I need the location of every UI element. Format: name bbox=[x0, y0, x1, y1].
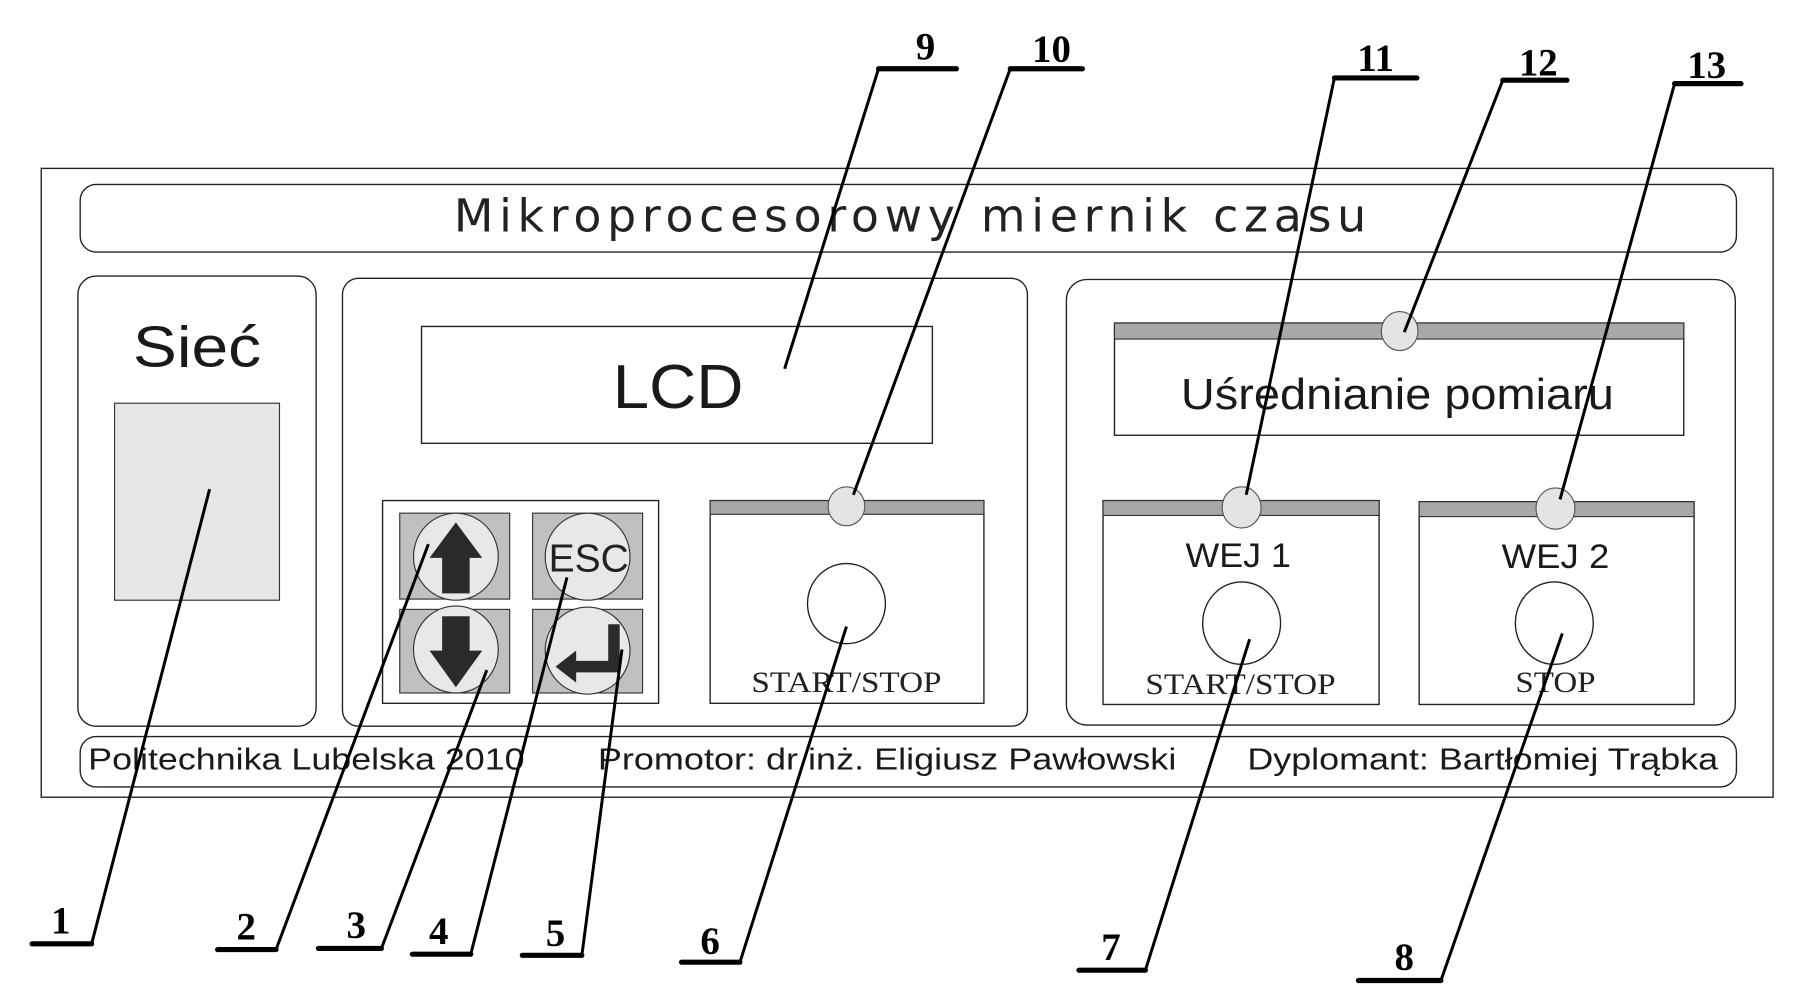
enter-icon bbox=[555, 624, 620, 683]
callout-10-number: 10 bbox=[1032, 28, 1071, 71]
key-down[interactable] bbox=[399, 605, 511, 694]
callout-12-number: 12 bbox=[1519, 42, 1558, 85]
start-stop-button[interactable] bbox=[806, 562, 887, 645]
callout-10-leader bbox=[851, 68, 1012, 496]
input-section bbox=[1065, 278, 1736, 726]
callout-5: 5 bbox=[519, 649, 624, 958]
led-indicator-icon bbox=[1380, 310, 1419, 352]
input-1-socket[interactable] bbox=[1201, 581, 1282, 666]
callout-5-number: 5 bbox=[546, 912, 565, 955]
key-up[interactable] bbox=[399, 512, 511, 601]
averaging-label: Uśrednianie pomiaru bbox=[1181, 371, 1614, 419]
power-switch-icon[interactable] bbox=[113, 402, 281, 601]
footer-author: Dyplomant: Bartłomiej Trąbka bbox=[1247, 742, 1719, 777]
callout-4-leader bbox=[469, 576, 569, 955]
callout-7: 7 bbox=[1076, 638, 1252, 973]
arrow-down-icon bbox=[429, 616, 483, 688]
lcd-display bbox=[420, 325, 934, 444]
callout-8-leader bbox=[1439, 632, 1564, 981]
key-esc[interactable]: ESC bbox=[532, 512, 644, 601]
input-1-name: WEJ 1 bbox=[1185, 537, 1290, 575]
callout-8-number: 8 bbox=[1395, 936, 1414, 979]
callout-13-leader bbox=[1558, 83, 1677, 500]
power-label: Sieć bbox=[133, 316, 261, 380]
callout-3-leader bbox=[380, 669, 489, 949]
keypad bbox=[381, 499, 660, 704]
input-2-name: WEJ 2 bbox=[1502, 538, 1610, 576]
led-indicator-icon bbox=[1221, 486, 1262, 529]
callout-6: 6 bbox=[678, 626, 848, 965]
callout-7-number: 7 bbox=[1101, 926, 1120, 969]
callout-1: 1 bbox=[29, 488, 212, 947]
callout-13: 13 bbox=[1558, 44, 1744, 500]
led-indicator-icon bbox=[827, 486, 866, 527]
callout-2-number: 2 bbox=[237, 905, 256, 948]
input-2-socket[interactable] bbox=[1514, 581, 1594, 666]
callout-1-leader bbox=[90, 488, 212, 945]
callout-9-leader bbox=[783, 68, 880, 370]
callout-4-number: 4 bbox=[429, 910, 448, 953]
key-esc-label: ESC bbox=[549, 538, 629, 581]
callout-9-number: 9 bbox=[916, 26, 935, 69]
outer-frame bbox=[40, 167, 1774, 798]
lcd-label: LCD bbox=[613, 353, 744, 422]
callout-1-number: 1 bbox=[51, 900, 70, 943]
input-2-function: STOP bbox=[1515, 666, 1595, 699]
callout-5-leader bbox=[580, 649, 624, 956]
device-title: Mikroprocesorowy miernik czasu bbox=[454, 188, 1372, 242]
input-1-function: START/STOP bbox=[1145, 668, 1335, 701]
callout-7-leader bbox=[1143, 638, 1252, 971]
control-section bbox=[341, 277, 1029, 727]
callout-4: 4 bbox=[409, 576, 569, 957]
callout-11-number: 11 bbox=[1357, 37, 1394, 80]
callout-11: 11 bbox=[1244, 37, 1420, 496]
callout-3-number: 3 bbox=[346, 904, 365, 947]
callout-12: 12 bbox=[1402, 42, 1570, 333]
key-enter[interactable] bbox=[532, 606, 644, 695]
callout-12-leader bbox=[1402, 79, 1505, 333]
callout-11-leader bbox=[1244, 77, 1336, 496]
start-stop-label: START/STOP bbox=[751, 666, 941, 699]
callout-10: 10 bbox=[851, 28, 1085, 496]
footer-promotor: Promotor: dr inż. Eligiusz Pawłowski bbox=[598, 742, 1176, 777]
led-indicator-icon bbox=[1535, 487, 1576, 530]
callout-8: 8 bbox=[1355, 632, 1564, 984]
callout-9: 9 bbox=[783, 26, 959, 370]
callout-6-leader bbox=[738, 626, 848, 963]
callout-2-leader bbox=[274, 543, 430, 951]
title-box bbox=[79, 183, 1738, 253]
power-section bbox=[77, 275, 317, 727]
callout-13-number: 13 bbox=[1687, 44, 1726, 87]
callout-6-number: 6 bbox=[700, 920, 719, 963]
callout-2: 2 bbox=[215, 543, 430, 953]
arrow-up-icon bbox=[429, 522, 483, 594]
callout-3: 3 bbox=[315, 669, 489, 951]
footer-box bbox=[79, 735, 1738, 788]
